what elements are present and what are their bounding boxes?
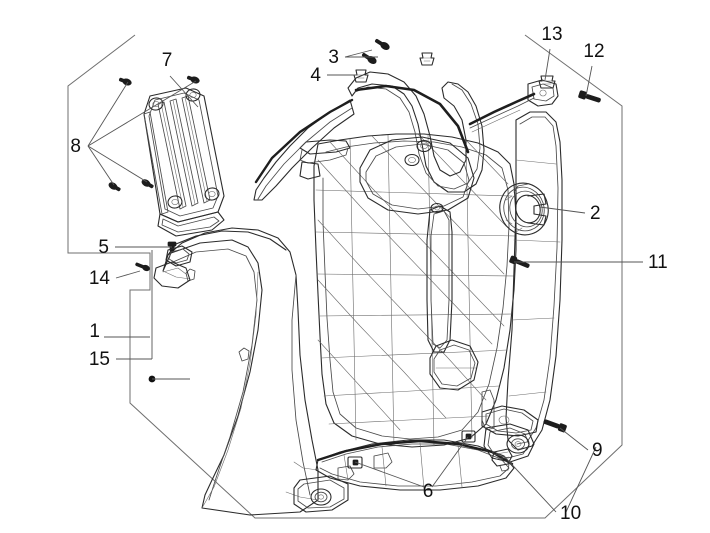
leader-6b (431, 436, 469, 488)
callout-label-1: 1 (89, 321, 100, 342)
callout-label-7: 7 (162, 50, 173, 71)
callout-label-15: 15 (89, 349, 110, 370)
callout-label-4: 4 (310, 65, 321, 86)
screw-11 (509, 255, 530, 268)
clip-10 (491, 448, 513, 472)
callout-label-11: 11 (648, 252, 668, 273)
radiator-grille-part7 (143, 87, 225, 237)
leader-10b (565, 446, 597, 513)
leader-8d (87, 145, 148, 183)
callout-label-6: 6 (423, 481, 434, 502)
rivet-3c (419, 52, 435, 66)
bolt-9 (543, 419, 567, 433)
leader-12 (585, 65, 593, 97)
callout-label-13: 13 (541, 24, 562, 45)
callout-label-2: 2 (590, 203, 601, 224)
clip-bracket-5 (153, 245, 193, 289)
leader-8a (87, 81, 129, 147)
leader-9 (559, 427, 589, 451)
screw-3-a (374, 38, 390, 50)
inner-cover-assembly (162, 71, 563, 516)
leader-13 (544, 48, 551, 81)
leader-10a (503, 455, 557, 513)
leader-14 (115, 270, 141, 279)
nut-6-b (461, 430, 476, 443)
fuel-filler-ring-part2 (499, 182, 549, 236)
screw-14 (135, 262, 150, 272)
screw-8-d (141, 179, 154, 189)
screw-8-b (186, 75, 200, 84)
callout-label-5: 5 (98, 237, 109, 258)
screw-8-a (118, 77, 132, 86)
callout-label-3: 3 (328, 47, 339, 68)
leader-8b (87, 80, 197, 147)
callout-leader-lines (87, 48, 643, 513)
screw-8-c (108, 182, 121, 192)
callout-label-14: 14 (89, 268, 111, 289)
screw-3-b (361, 52, 377, 64)
hardware-group (108, 38, 601, 472)
bolt-12 (578, 90, 601, 103)
assembly-boundary (67, 34, 623, 519)
leader-2 (539, 206, 586, 214)
leader-3b (344, 49, 373, 58)
callout-label-12: 12 (583, 41, 604, 62)
callout-label-9: 9 (592, 440, 603, 461)
leader-8c (87, 145, 115, 186)
callout-label-8: 8 (70, 136, 81, 157)
leader-6a (354, 461, 425, 488)
callout-label-10: 10 (560, 503, 581, 524)
leader-7 (169, 75, 199, 108)
rivet-13 (538, 75, 556, 89)
